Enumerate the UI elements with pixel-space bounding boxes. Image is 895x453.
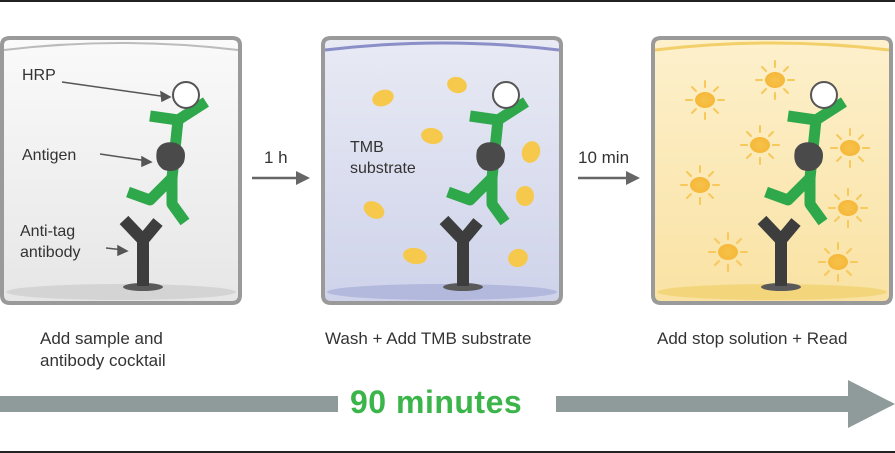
timeline-arrow <box>0 380 895 428</box>
panel-3-hrp <box>810 81 838 109</box>
step-1-duration: 1 h <box>264 148 288 167</box>
panel-1-hrp <box>172 81 200 109</box>
panel-3-capture-antibody <box>757 215 801 286</box>
tmb-label-line2: substrate <box>350 160 416 177</box>
panel-2-substrate-blobs <box>363 76 541 268</box>
panel-3-reaction-bursts <box>680 60 870 282</box>
panel-1-antigen <box>156 142 185 171</box>
panel-1-caption-line2: antibody cocktail <box>40 351 166 370</box>
bottom-rule <box>0 451 895 453</box>
panel-2-antigen <box>476 142 505 171</box>
step-2-duration: 10 min <box>578 148 630 167</box>
anti-tag-label-line1: Anti-tag <box>20 223 76 240</box>
total-time-label: 90 minutes <box>350 384 523 420</box>
hrp-label: HRP <box>22 67 56 84</box>
step-arrow-2 <box>578 171 640 185</box>
panel-3-caption: Add stop solution + Read <box>657 329 848 348</box>
panel-2-capture-antibody <box>439 215 483 286</box>
anti-tag-label-line2: antibody <box>20 244 81 261</box>
top-rule <box>0 0 895 2</box>
antigen-label: Antigen <box>22 147 77 164</box>
label-pointer-lines <box>61 81 172 257</box>
panel-1-capture-antibody <box>119 215 163 286</box>
panel-2-caption: Wash + Add TMB substrate <box>325 329 532 348</box>
panel-2-hrp <box>492 81 520 109</box>
panel-3-antigen <box>794 142 823 171</box>
tmb-label-line1: TMB <box>350 139 384 156</box>
panel-1-caption-line1: Add sample and <box>40 329 163 348</box>
step-arrow-1 <box>252 171 310 185</box>
